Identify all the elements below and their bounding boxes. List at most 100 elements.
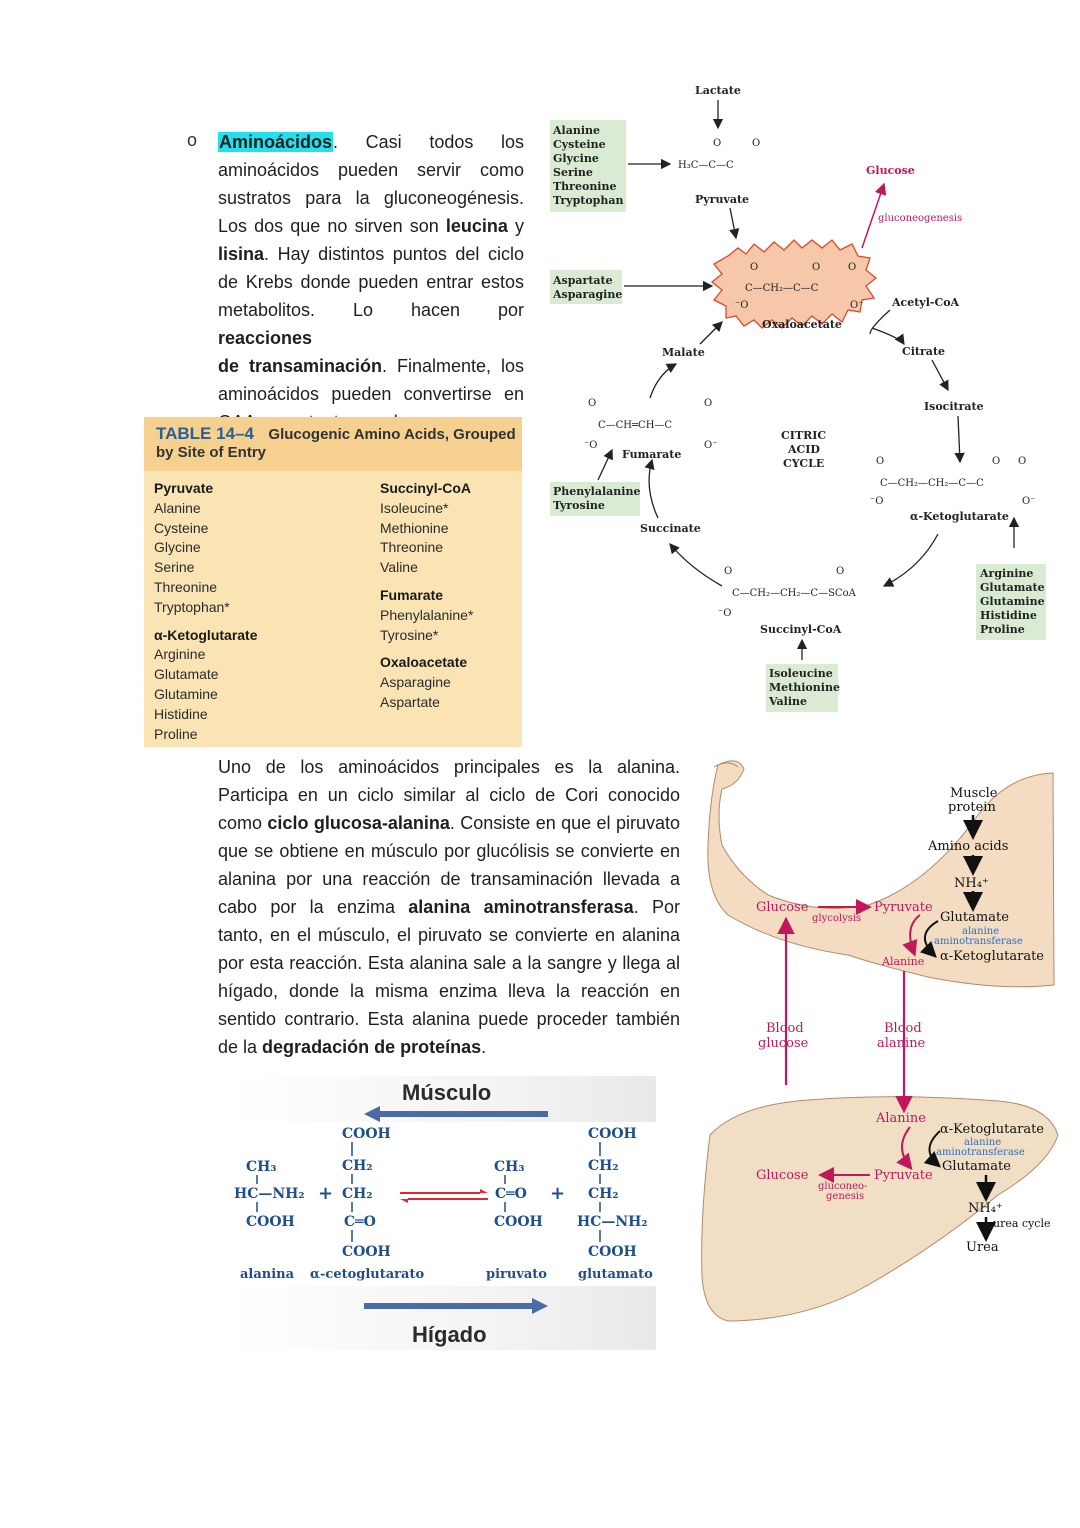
nh4-label: NH₄⁺ (954, 876, 989, 891)
transamination-reaction: Músculo CH₃ HC—NH₂ COOH + COOH CH₂ CH₂ C… (230, 1076, 656, 1350)
succinyl-structure: C—CH₂—CH₂—C—SCoA (732, 588, 857, 599)
bold-term: reacciones (218, 328, 313, 348)
table-right-column: Succinyl-CoA Isoleucine* Methionine Thre… (380, 479, 520, 713)
glucose-muscle-label: Glucose (756, 900, 809, 915)
amino-acids-label: Amino acids (927, 839, 1008, 854)
intro-line: . Casi todos los (333, 132, 524, 152)
aa-label: Histidine (980, 609, 1037, 622)
compound-name: piruvato (486, 1267, 547, 1282)
alanine-paragraph: Uno de los aminoácidos principales es la… (218, 753, 680, 1061)
intro-line: de Krebs donde pueden entrar estos (218, 272, 524, 292)
table-item: Methionine (380, 519, 449, 536)
intro-line: . Hay distintos puntos del ciclo (264, 244, 524, 264)
aa-label: Glycine (553, 152, 599, 165)
intro-line: aminoácidos pueden servir como (218, 160, 524, 180)
intro-line: sustratos para la gluconeogénesis. (218, 188, 524, 208)
para-text: . (481, 1037, 487, 1057)
oxo-mark: O (992, 456, 1000, 467)
aa-label: Glutamine (980, 595, 1045, 608)
cycle-label: CITRIC (781, 429, 826, 442)
oxo-mark: O (588, 398, 596, 409)
aa-label: Valine (768, 695, 807, 708)
table-item: Aspartate (380, 693, 440, 710)
bullet-marker: o (187, 130, 198, 150)
aa-label: Tryptophan (553, 194, 624, 207)
pyruvate-liver-label: Pyruvate (874, 1168, 933, 1183)
liver-illustration (701, 1096, 1059, 1322)
oxo-mark: O (836, 566, 844, 577)
c-o-group: C═O (344, 1214, 376, 1230)
table-item: Proline (154, 725, 198, 742)
table-item: Alanine (154, 499, 201, 516)
enzyme-label: alanine (962, 926, 999, 937)
alanine-liver-label: Alanine (875, 1111, 926, 1126)
akg-label: α-Ketoglutarate (910, 510, 1009, 523)
ch2-group: CH₂ (342, 1186, 373, 1202)
aa-label: Proline (980, 623, 1025, 636)
akg-liver-label: α-Ketoglutarate (940, 1122, 1044, 1137)
pyruvate-label: Pyruvate (695, 193, 749, 206)
table-item: Valine (380, 559, 418, 576)
intro-line: Los dos que no sirven son (218, 216, 446, 236)
aa-label: Alanine (552, 124, 600, 137)
bold-term: leucina (445, 216, 508, 236)
glutamate-liver-label: Glutamate (942, 1159, 1011, 1174)
blood-alanine-label: Blood (884, 1021, 922, 1036)
group-heading: Succinyl-CoA (380, 480, 472, 496)
scoa-aa-box (766, 664, 838, 712)
aa-label: Isoleucine (769, 667, 833, 680)
amino-acid-table: TABLE 14–4 Glucogenic Amino Acids, Group… (144, 417, 522, 747)
aa-label: Cysteine (553, 138, 606, 151)
cooh-group: COOH (342, 1244, 391, 1260)
cooh-group: COOH (588, 1244, 637, 1260)
muscle-protein-label: protein (948, 800, 996, 815)
glucose-label: Glucose (866, 164, 915, 177)
aa-label: Tyrosine (553, 499, 605, 512)
oxo-mark: O (752, 138, 760, 149)
pyruvate-muscle-label: Pyruvate (874, 900, 933, 915)
table-item: Asparagine (380, 674, 451, 691)
aa-label: Arginine (979, 567, 1033, 580)
enzyme-label: alanine (964, 1137, 1001, 1148)
succinate-label: Succinate (640, 522, 701, 535)
intro-paragraph: Aminoácidos. Casi todos los aminoácidos … (218, 128, 524, 436)
ch2-group: CH₂ (342, 1158, 373, 1174)
para-text: . Por tanto, en el músculo, el piruvato … (218, 897, 680, 1057)
compound-name: α-cetoglutarato (310, 1267, 424, 1282)
oxo-mark: O⁻ (704, 440, 717, 451)
table-item: Phenylalanine* (380, 606, 474, 623)
table-header: TABLE 14–4 Glucogenic Amino Acids, Group… (144, 417, 522, 471)
aa-label: Serine (553, 166, 593, 179)
oxo-mark: O⁻ (1022, 496, 1035, 507)
lactate-label: Lactate (695, 84, 741, 97)
group-heading: Fumarate (380, 586, 444, 603)
aa-label: Glutamate (980, 581, 1045, 594)
urea-cycle-label: urea cycle (993, 1217, 1050, 1230)
table-item: Glutamate (154, 666, 219, 683)
para-text: . Consiste en que el piruvato que se obt… (218, 813, 680, 917)
akg-structure: C—CH₂—CH₂—C—C (880, 478, 984, 489)
cycle-label: CYCLE (783, 457, 824, 470)
oxo-mark: O (704, 398, 712, 409)
table-item: Tyrosine* (380, 626, 439, 643)
table-item: Serine (154, 559, 195, 576)
bold-term: ciclo glucosa-alanina (267, 813, 450, 833)
bold-term: lisina (218, 244, 265, 264)
plus-sign: + (550, 1183, 565, 1204)
para-text: Uno de los aminoácidos principales es la… (218, 757, 680, 833)
oxaloacetate-burst (710, 239, 878, 329)
muscle-protein-label: Muscle (950, 786, 998, 801)
aa-label: Asparagine (552, 288, 622, 301)
malate-label: Malate (662, 346, 705, 359)
gluconeogenesis-label: gluconeogenesis (878, 213, 962, 224)
alanine-muscle-label: Alanine (881, 955, 924, 968)
table-title: Glucogenic Amino Acids, Grouped (268, 426, 516, 443)
keyword-highlight: Aminoácidos (218, 132, 334, 152)
table-item: Tryptophan* (154, 598, 230, 615)
oxo-mark: O (812, 262, 820, 273)
muscle-label: Músculo (402, 1080, 491, 1105)
blood-glucose-label: glucose (758, 1036, 809, 1051)
table-item: Threonine (154, 578, 218, 595)
arrow-left (364, 1106, 548, 1122)
blood-glucose-label: Blood (766, 1021, 804, 1036)
